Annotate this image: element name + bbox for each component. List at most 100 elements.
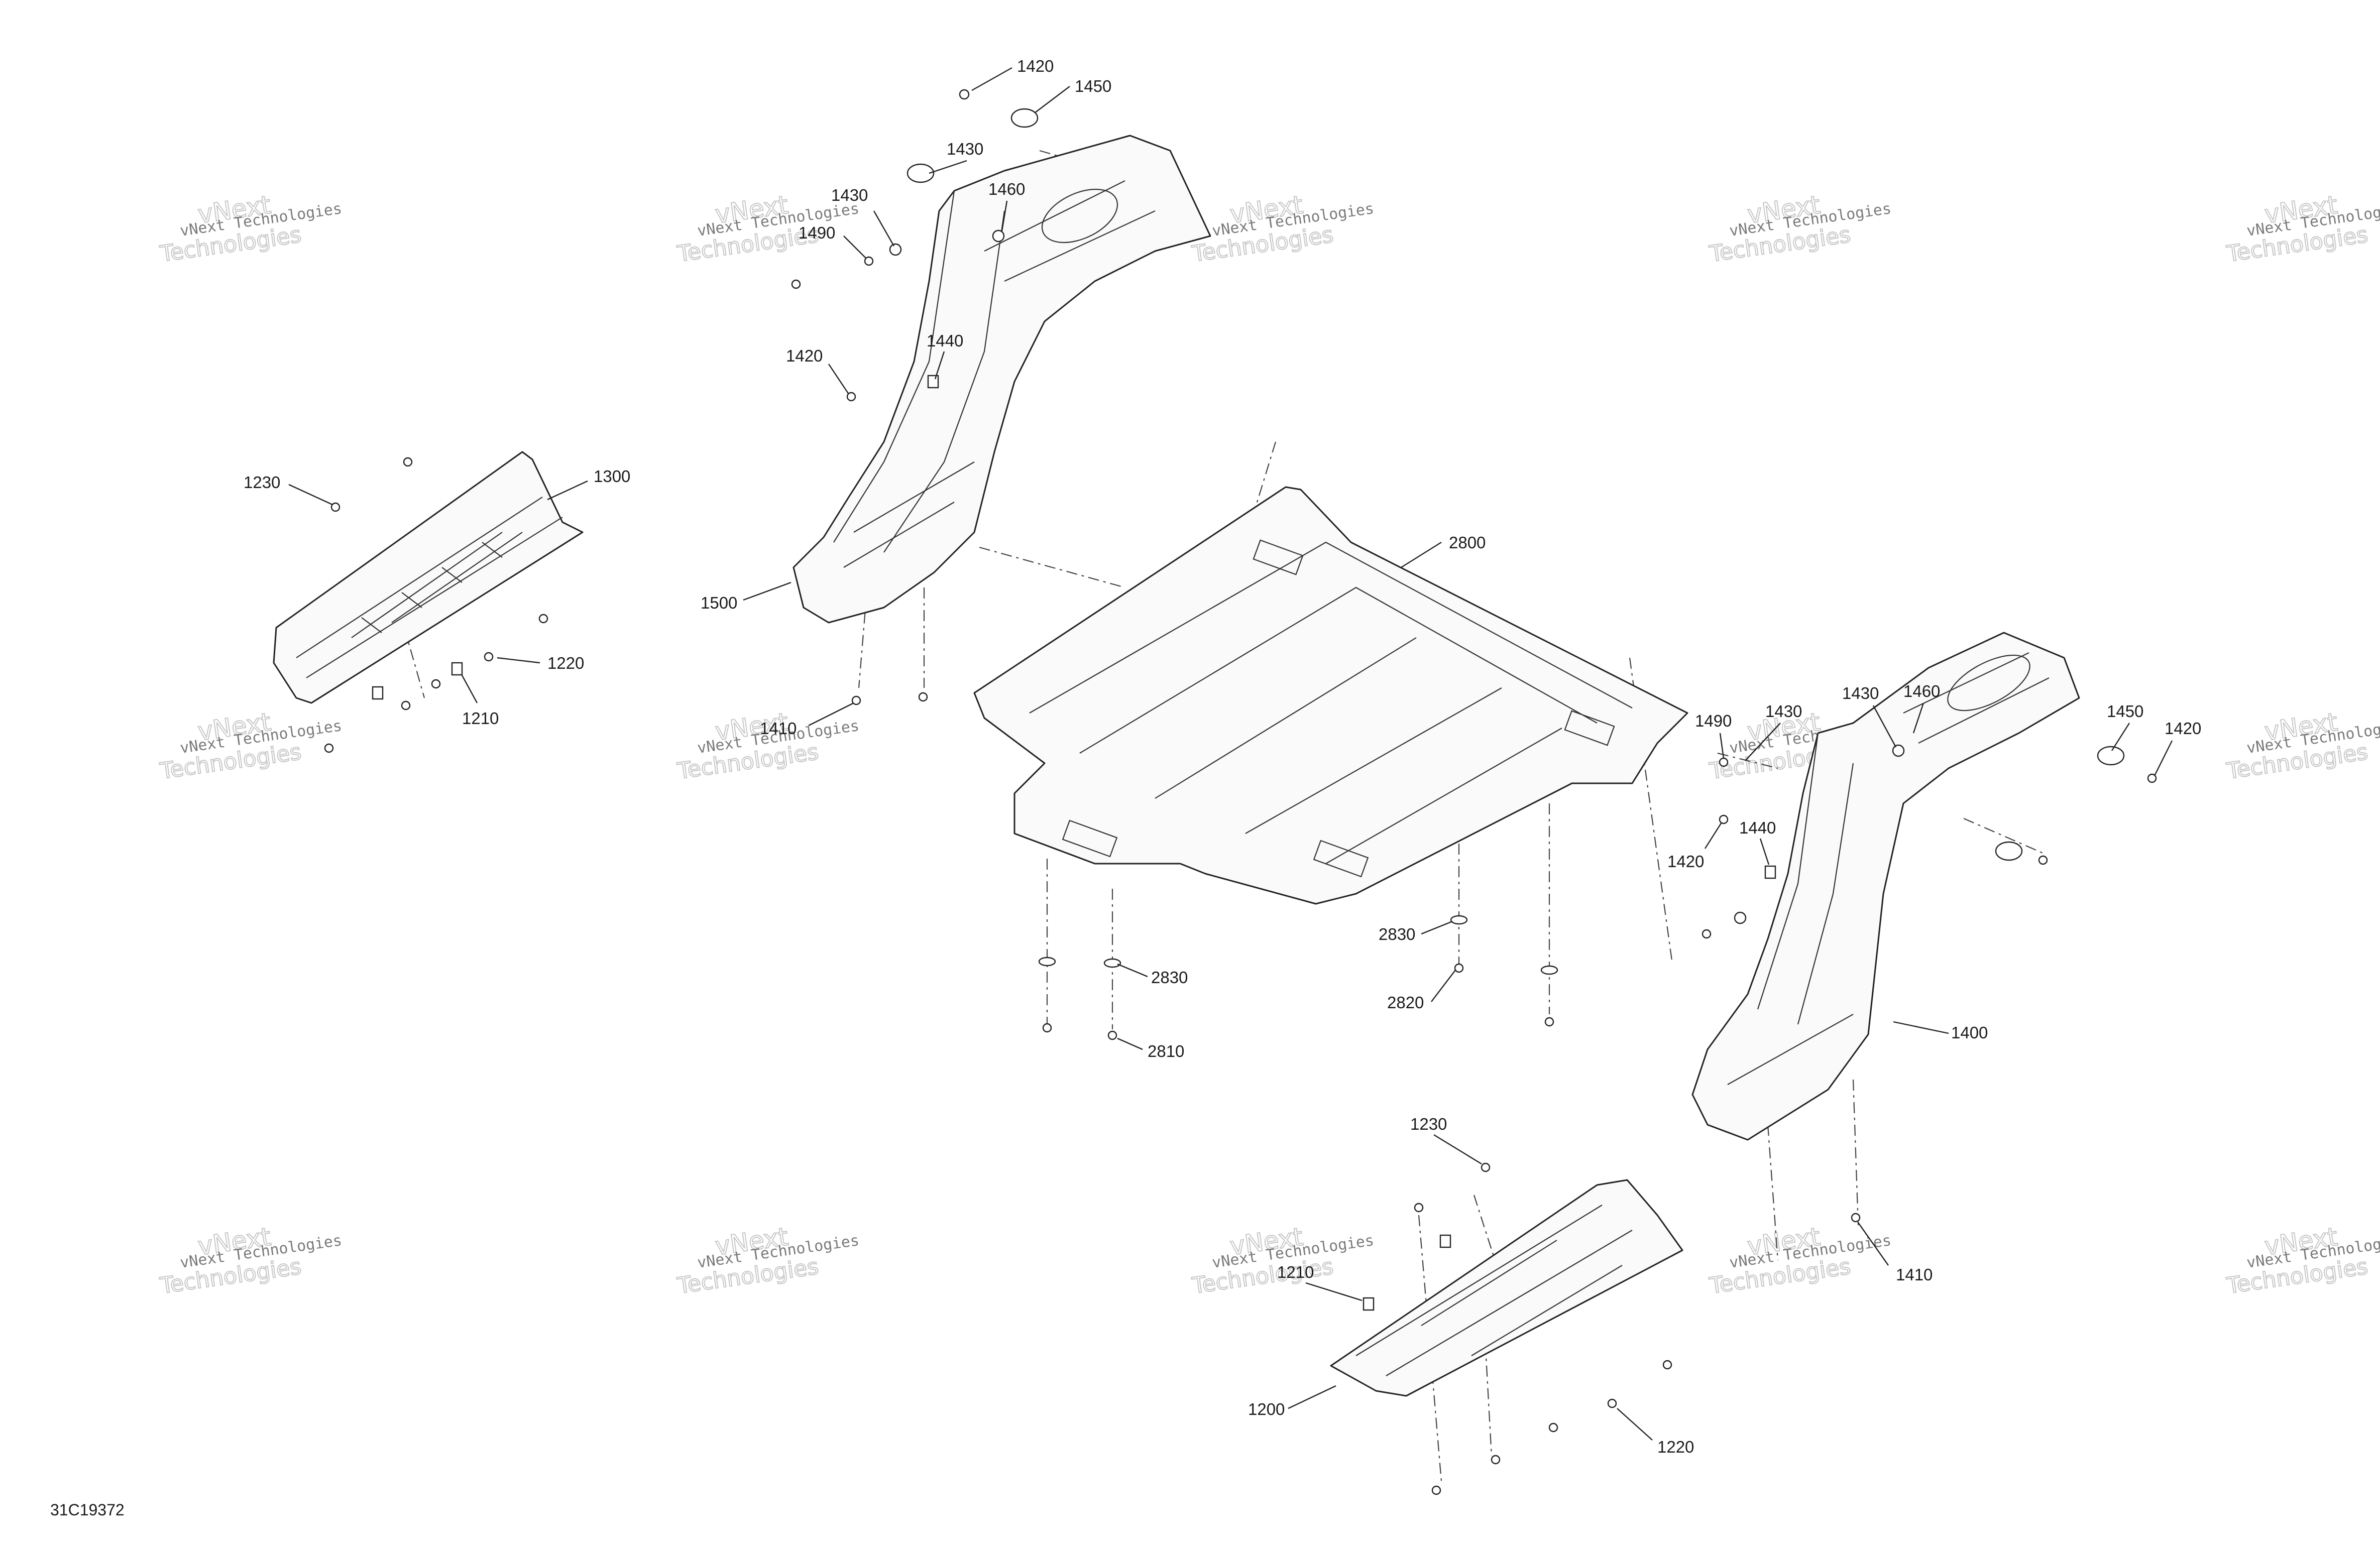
assembly-line: [858, 567, 870, 688]
part-2800-vent: [1564, 710, 1615, 746]
callout-2820: 2820: [1387, 993, 1424, 1012]
part-1500-ribs: [833, 180, 1156, 568]
part-2800-vent: [1062, 819, 1118, 858]
leader-line: [1401, 541, 1442, 568]
part-1400-ribs: [1727, 652, 2050, 1085]
part-1400-upright: [1691, 632, 2080, 1141]
screw-icon: [1431, 1485, 1441, 1495]
callout-1490: 1490: [799, 223, 835, 242]
watermark: vNext vNext Technologies Technologies: [1190, 190, 1375, 268]
leader-line: [743, 581, 791, 601]
screw-icon: [959, 89, 970, 100]
callout-2830: 2830: [1151, 968, 1188, 987]
clip-icon: [1439, 1234, 1451, 1248]
screw-icon: [846, 392, 856, 402]
leader-line: [547, 480, 588, 501]
screw-icon: [1481, 1162, 1491, 1172]
callout-1400: 1400: [1951, 1023, 1988, 1042]
part-1500-cutout: [1041, 188, 1118, 244]
screw-icon: [2147, 773, 2157, 783]
callout-1450: 1450: [2107, 702, 2143, 721]
watermark: vNext vNext Technologies Technologies: [1707, 1222, 1892, 1299]
screw-icon: [851, 695, 861, 705]
screw-icon: [1702, 929, 1712, 939]
watermark: vNext vNext Technologies Technologies: [158, 1222, 343, 1299]
plug-icon: [1995, 841, 2023, 861]
watermark: vNext vNext Technologies Technologies: [2224, 707, 2380, 785]
leader-line: [497, 657, 540, 664]
leader-line: [1745, 723, 1781, 761]
nut-icon: [401, 700, 411, 710]
callout-1210: 1210: [1277, 1263, 1314, 1281]
watermark: vNext vNext Technologies Technologies: [1707, 190, 1892, 268]
screw-icon: [1851, 1213, 1861, 1223]
washer-icon: [1038, 957, 1056, 967]
screw-icon: [2038, 855, 2048, 865]
callout-1460: 1460: [1903, 682, 1940, 700]
callout-2800: 2800: [1449, 533, 1486, 552]
part-1300-ribs: [361, 542, 503, 633]
part-1300-rail: [273, 451, 584, 704]
screw-icon: [1107, 1030, 1117, 1040]
part-2800-floor: [973, 486, 1688, 905]
watermark: vNext vNext Technologies Technologies: [158, 707, 343, 785]
leader-line: [1001, 200, 1008, 231]
callout-1420: 1420: [1667, 852, 1704, 871]
leader-line: [934, 351, 945, 380]
assembly-line: [1767, 1124, 1779, 1261]
assembly-line: [1852, 1079, 1859, 1226]
assembly-line: [1717, 752, 1778, 769]
screw-icon: [1042, 1023, 1052, 1033]
leader-line: [1305, 1282, 1363, 1301]
leader-line: [1433, 1134, 1482, 1165]
nut-icon: [1662, 1360, 1672, 1370]
callout-1300: 1300: [594, 467, 630, 486]
part-1400-outline: [1691, 632, 2080, 1141]
callout-1420: 1420: [2165, 719, 2201, 738]
screw-icon: [791, 279, 801, 289]
leader-line: [828, 364, 849, 395]
watermark: vNext vNext Technologies Technologies: [675, 190, 860, 268]
leader-line: [1893, 1021, 1949, 1034]
fasteners: [324, 89, 2157, 1495]
watermark: vNext vNext Technologies Technologies: [675, 707, 860, 785]
screw-icon: [1454, 963, 1464, 973]
callout-1220: 1220: [1657, 1438, 1694, 1456]
washer-icon: [1734, 911, 1747, 924]
clip-icon: [451, 662, 463, 676]
leader-line: [1704, 822, 1723, 849]
assembly-line: [403, 627, 425, 698]
assembly-line: [979, 546, 1125, 588]
callout-1490: 1490: [1695, 711, 1732, 730]
callout-1430: 1430: [831, 186, 868, 204]
leader-line: [1719, 733, 1725, 759]
leader-line: [1617, 1408, 1653, 1441]
screw-icon: [403, 457, 413, 467]
callout-2830: 2830: [1379, 925, 1415, 943]
leader-line: [1431, 970, 1456, 1002]
plug-icon: [1010, 108, 1039, 128]
watermark: vNext vNext Technologies Technologies: [675, 1222, 860, 1299]
clip-icon: [372, 686, 384, 700]
screw-icon: [918, 692, 928, 702]
callout-1500: 1500: [701, 594, 737, 612]
part-1300-outline: [273, 451, 584, 704]
callout-1230: 1230: [244, 473, 280, 492]
screw-icon: [1719, 757, 1729, 767]
leader-lines: [288, 67, 2173, 1441]
nut-icon: [1548, 1422, 1558, 1433]
callout-1410: 1410: [760, 719, 797, 738]
leader-line: [2111, 723, 2130, 751]
leader-line: [808, 702, 854, 727]
nut-icon: [1491, 1455, 1501, 1465]
leader-line: [1117, 1037, 1143, 1050]
leader-line: [1117, 963, 1148, 978]
clip-icon: [1363, 1297, 1375, 1311]
callout-labels: 1420 1450 1430 1460 1430 1490 1440 1420 …: [244, 57, 2201, 1456]
part-2800-outline: [973, 486, 1688, 905]
part-1500-upright: [792, 135, 1211, 624]
leader-line: [1912, 702, 1924, 734]
plug-icon: [2097, 746, 2125, 766]
watermark: vNext vNext Technologies Technologies: [2224, 190, 2380, 268]
callout-1430: 1430: [947, 140, 983, 158]
